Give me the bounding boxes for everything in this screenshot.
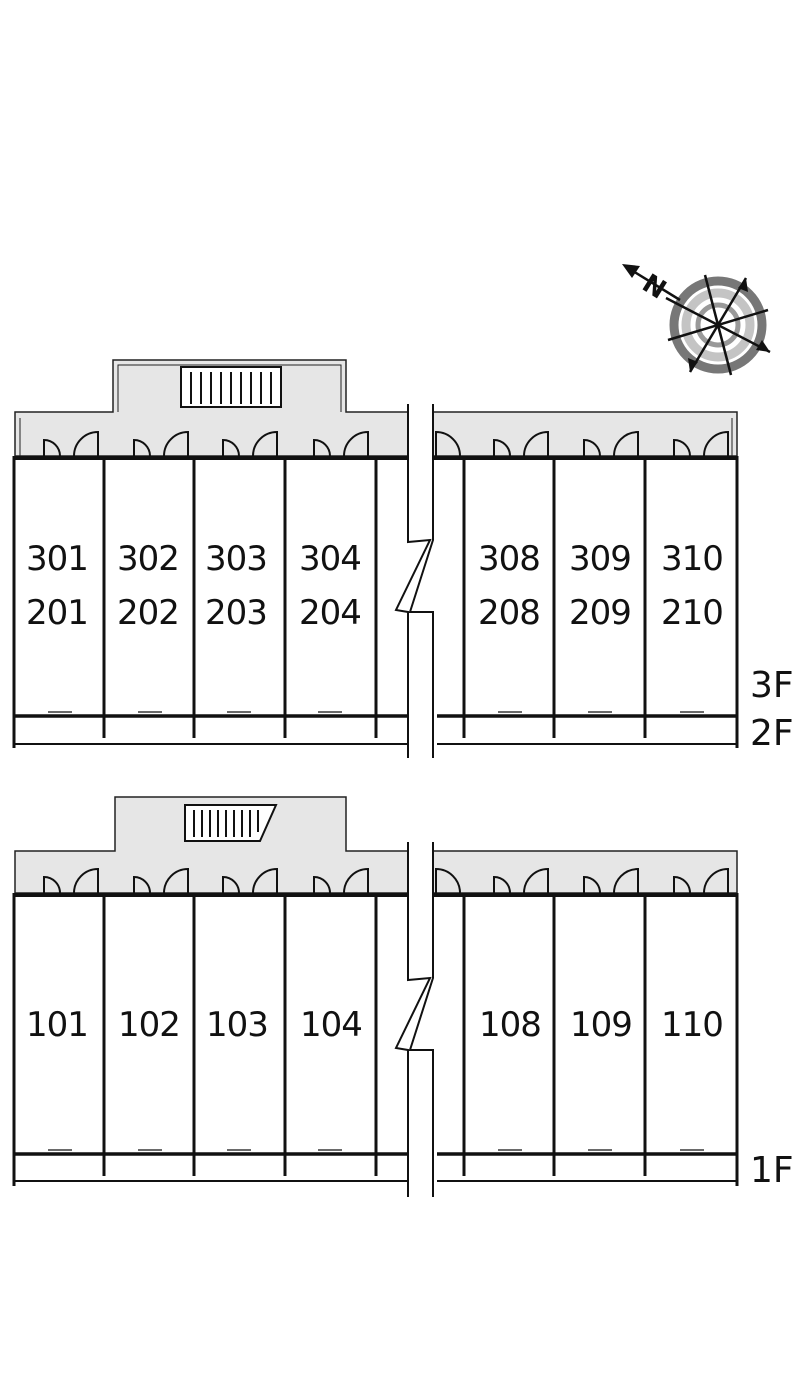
unit-301: 301	[26, 539, 88, 579]
unit-310: 310	[661, 539, 723, 579]
floor-label-3f: 3F	[750, 665, 794, 706]
unit-102: 102	[118, 1005, 180, 1045]
unit-309: 309	[569, 539, 631, 579]
unit-103: 103	[206, 1005, 268, 1045]
unit-110: 110	[661, 1005, 723, 1045]
compass-north-letter: N	[637, 269, 671, 306]
unit-304: 304	[299, 539, 361, 579]
unit-209: 209	[569, 593, 631, 633]
upper-door-swings	[43, 430, 729, 457]
upper-break-line	[394, 404, 434, 758]
unit-202: 202	[117, 593, 179, 633]
unit-201: 201	[26, 593, 88, 633]
floor-label-2f: 2F	[750, 713, 794, 754]
compass-rose-icon: N	[622, 264, 771, 376]
unit-104: 104	[300, 1005, 362, 1045]
unit-210: 210	[661, 593, 723, 633]
upper-stair-icon	[180, 366, 282, 408]
lower-stair-icon	[184, 804, 278, 842]
unit-303: 303	[205, 539, 267, 579]
unit-208: 208	[478, 593, 540, 633]
unit-308: 308	[478, 539, 540, 579]
unit-108: 108	[479, 1005, 541, 1045]
upper-floor-block: 301 201 302 202 303 203 304 204 308 208 …	[12, 359, 794, 758]
unit-101: 101	[26, 1005, 88, 1045]
upper-balcony	[14, 711, 737, 745]
lower-balcony	[14, 1149, 737, 1182]
lower-break-line	[394, 842, 434, 1197]
lower-door-swings	[43, 867, 729, 894]
unit-109: 109	[570, 1005, 632, 1045]
unit-302: 302	[117, 539, 179, 579]
lower-floor-block: 101 102 103 104 108 109 110 1F	[12, 796, 794, 1197]
floor-label-1f: 1F	[750, 1150, 794, 1191]
unit-203: 203	[205, 593, 267, 633]
unit-204: 204	[299, 593, 361, 633]
